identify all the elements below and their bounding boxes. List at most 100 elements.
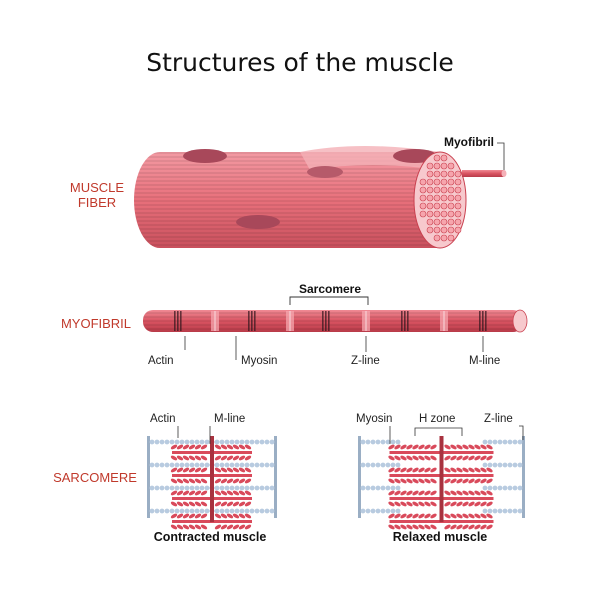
actin-bead	[174, 439, 180, 445]
myosin-head	[424, 467, 431, 473]
myosin-head	[468, 524, 475, 530]
myofibril-callout-label: Myofibril	[444, 135, 494, 149]
sarcomere-bracket	[289, 296, 369, 305]
myosin-head	[244, 467, 252, 473]
myosin-head	[480, 478, 487, 484]
myosin-head	[450, 467, 457, 473]
mline-label: M-line	[469, 355, 501, 367]
myosin-head	[214, 501, 222, 507]
myofibril-dot	[440, 178, 448, 186]
myosin-head	[474, 524, 481, 530]
myosin-head	[418, 524, 425, 530]
myosin-head	[188, 444, 196, 450]
actin-bead	[502, 462, 508, 468]
myosin-head	[444, 490, 451, 496]
myosin-head	[468, 455, 475, 461]
myosin-head	[430, 444, 437, 450]
actin-bead	[169, 485, 175, 491]
myosin-head	[394, 501, 401, 507]
myosin-head	[176, 444, 184, 450]
myosin-head	[238, 524, 246, 530]
actin-bead	[264, 485, 270, 491]
z-line	[522, 436, 525, 518]
actin-bead	[204, 462, 210, 468]
myosin-head	[424, 478, 431, 484]
myosin-head	[412, 478, 419, 484]
myosin-head	[406, 490, 413, 496]
myofibril-dot	[447, 162, 455, 170]
myofibril-dot	[433, 186, 441, 194]
actin-bead	[229, 485, 235, 491]
myosin-head	[244, 501, 252, 507]
myofibril-dot	[426, 210, 434, 218]
actin-bead	[174, 508, 180, 514]
myosin-head	[232, 444, 240, 450]
actin-bead	[269, 485, 275, 491]
myosin-head	[226, 478, 234, 484]
myosin-head	[244, 524, 252, 530]
myosin-head	[238, 490, 246, 496]
relaxed-zline-leader	[519, 425, 524, 440]
myosin-head	[480, 444, 487, 450]
z-disc	[365, 311, 367, 331]
myosin-head	[214, 455, 222, 461]
myosin-head	[176, 524, 184, 530]
myosin-head	[480, 467, 487, 473]
actin-bead	[487, 485, 493, 491]
myosin-head	[214, 467, 222, 473]
contracted-actin-label: Actin	[150, 413, 176, 425]
myosin-head	[456, 513, 463, 519]
myosin-head	[486, 490, 493, 496]
myosin-head	[444, 444, 451, 450]
page-title: Structures of the muscle	[146, 48, 454, 77]
actin-bead	[159, 462, 165, 468]
myosin-head	[480, 513, 487, 519]
myofibril-dot	[440, 226, 448, 234]
muscle-fiber-cylinder	[134, 146, 507, 249]
hzone-bracket	[414, 427, 463, 436]
actin-bead	[497, 462, 503, 468]
actin-bead	[234, 508, 240, 514]
relaxed-myosin-label: Myosin	[356, 413, 393, 425]
actin-bead	[174, 485, 180, 491]
actin-bead	[194, 508, 200, 514]
myosin-head	[170, 444, 178, 450]
myosin-head	[424, 444, 431, 450]
sarcomere-label: SARCOMERE	[53, 470, 137, 485]
myosin-head	[406, 478, 413, 484]
myosin-head	[450, 524, 457, 530]
myofibril-dot	[433, 202, 441, 210]
myosin-head	[400, 478, 407, 484]
myosin-head	[200, 455, 208, 461]
myosin-head	[244, 444, 252, 450]
actin-bead	[199, 485, 205, 491]
actin-bead	[219, 462, 225, 468]
myosin-head	[412, 513, 419, 519]
actin-bead	[224, 508, 230, 514]
z-disc	[289, 311, 291, 331]
myosin-head	[480, 524, 487, 530]
muscle-fiber-label-line2: FIBER	[77, 195, 117, 210]
actin-bead	[204, 508, 210, 514]
myosin-head	[200, 490, 208, 496]
actin-bead	[204, 439, 210, 445]
myosin-head	[214, 478, 222, 484]
myofibril-dot	[433, 162, 441, 170]
myosin-head	[456, 501, 463, 507]
myofibril-dot	[433, 178, 441, 186]
myosin-head	[182, 467, 190, 473]
myosin-head	[394, 444, 401, 450]
myosin-head	[456, 490, 463, 496]
actin-bead	[512, 508, 518, 514]
actin-bead	[194, 439, 200, 445]
myosin-head	[188, 513, 196, 519]
actin-bead	[214, 439, 220, 445]
myofibril-dot	[419, 186, 427, 194]
actin-bead	[214, 508, 220, 514]
actin-bead	[370, 439, 376, 445]
actin-bead	[239, 508, 245, 514]
myosin-head	[220, 501, 228, 507]
myosin-head	[450, 513, 457, 519]
myosin-head	[238, 455, 246, 461]
myofibril-dot	[454, 170, 462, 178]
